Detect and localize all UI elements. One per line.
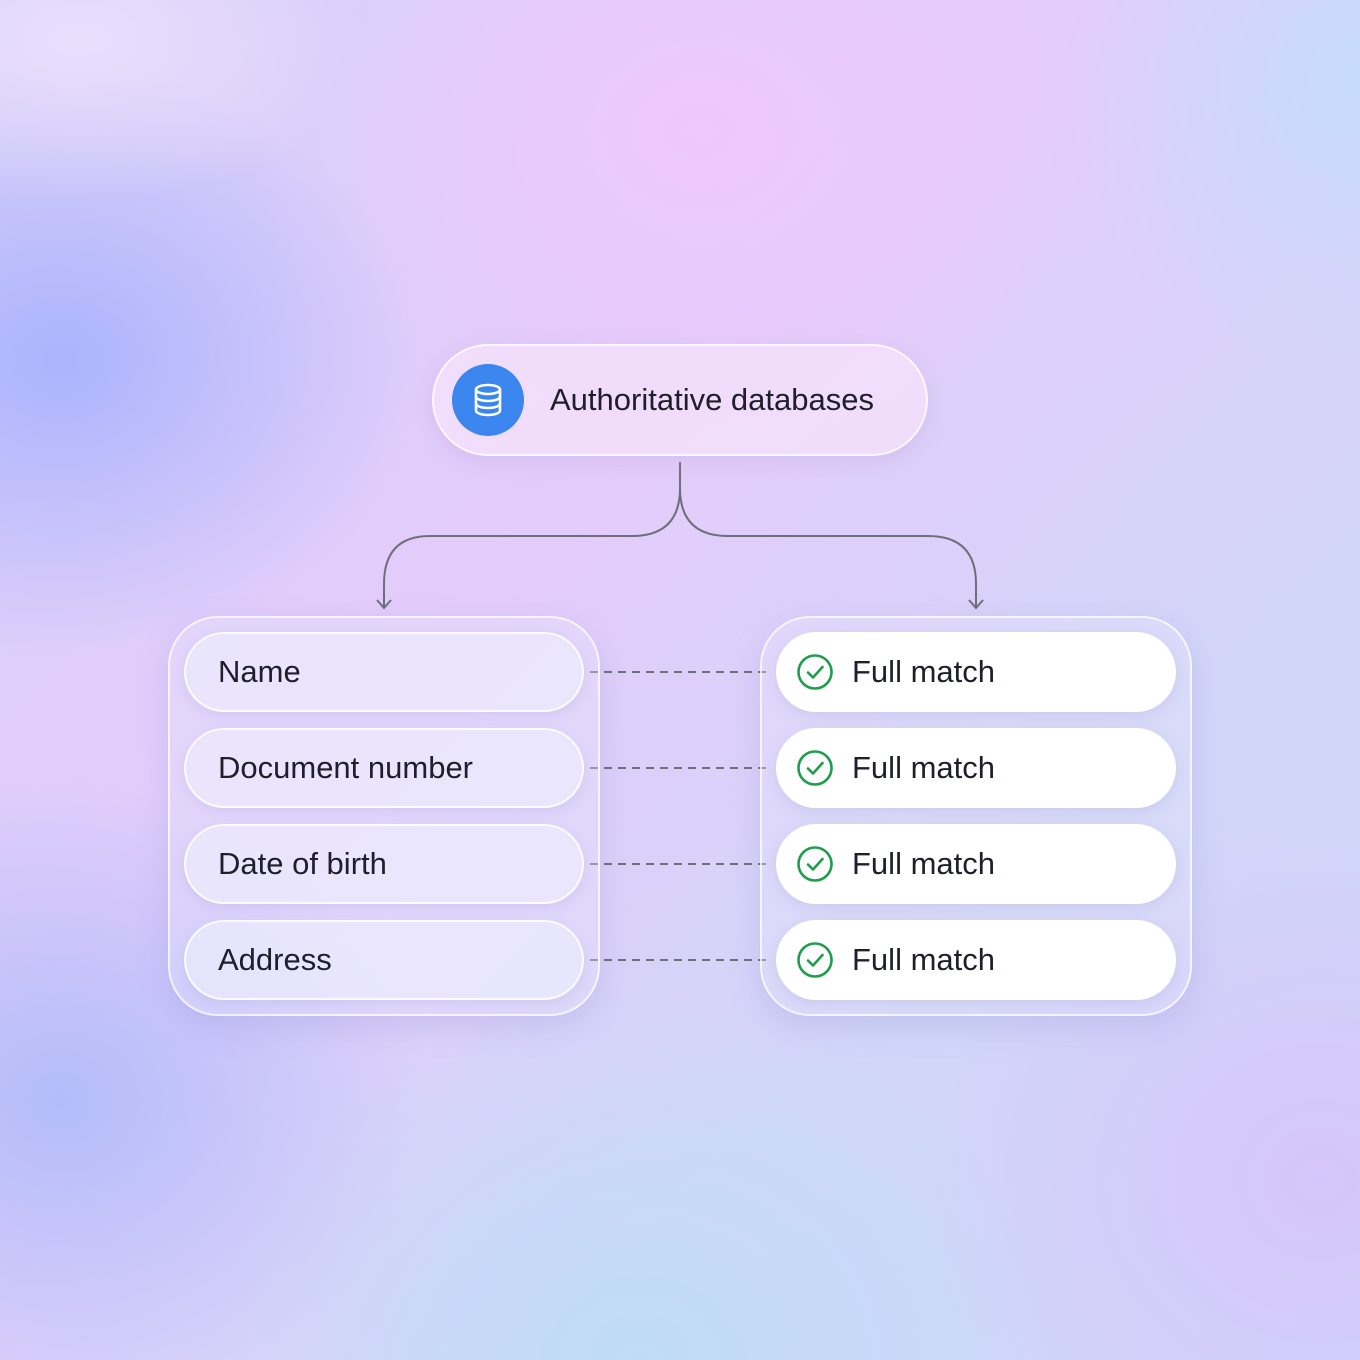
background-wash [0, 0, 420, 260]
field-row-date-of-birth: Date of birth [184, 824, 584, 904]
field-label: Document number [218, 750, 474, 785]
database-icon [452, 364, 524, 436]
source-label: Authoritative databases [550, 382, 874, 417]
check-circle-icon [797, 654, 833, 690]
results-panel: Full match Full match Full match Full ma… [760, 616, 1192, 1016]
check-circle-icon [797, 750, 833, 786]
result-label: Full match [852, 654, 995, 689]
check-circle-icon [797, 846, 833, 882]
branch-line-right [679, 462, 977, 608]
result-row: Full match [776, 824, 1176, 904]
check-circle-icon [797, 942, 833, 978]
result-row: Full match [776, 920, 1176, 1000]
arrowhead-right [968, 599, 984, 610]
field-label: Address [218, 942, 332, 977]
arrowhead-left [376, 599, 392, 610]
result-label: Full match [852, 942, 995, 977]
authoritative-databases-node: Authoritative databases [432, 344, 928, 456]
field-row-address: Address [184, 920, 584, 1000]
result-label: Full match [852, 846, 995, 881]
result-label: Full match [852, 750, 995, 785]
field-label: Date of birth [218, 846, 387, 881]
branch-line-left [383, 462, 681, 608]
field-row-name: Name [184, 632, 584, 712]
fields-panel: Name Document number Date of birth Addre… [168, 616, 600, 1016]
result-row: Full match [776, 728, 1176, 808]
field-label: Name [218, 654, 301, 689]
field-row-document-number: Document number [184, 728, 584, 808]
result-row: Full match [776, 632, 1176, 712]
